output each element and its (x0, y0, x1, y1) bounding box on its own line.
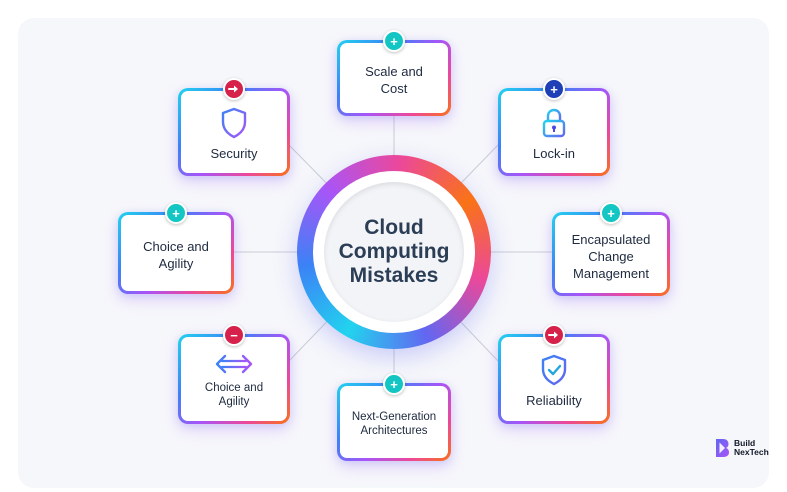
card-label: Next-Generation Architectures (351, 411, 437, 437)
card-label: Choice and Agility (143, 239, 209, 271)
card-security: Security (178, 78, 290, 176)
logo-line2: NexTech (734, 447, 769, 457)
card-reliability: Reliability (498, 324, 610, 424)
hub-title: Cloud Computing Mistakes (338, 216, 450, 287)
buildnextech-logo: Build NexTech (714, 438, 769, 458)
card-choice-and-agility-top: + Choice and Agility (118, 202, 234, 294)
hub-ring: Cloud Computing Mistakes (297, 155, 491, 349)
logo-text: Build NexTech (734, 439, 769, 457)
card-label: Lock-in (533, 145, 575, 161)
logo-line1: Build (734, 438, 756, 448)
card-label: Choice and Agility (204, 382, 264, 408)
arrow-right-badge-icon (223, 78, 245, 100)
card-label: Encapsulated Change Management (571, 231, 651, 281)
card-label: Security (210, 145, 258, 161)
shield-check-icon (541, 354, 567, 385)
card-label: Scale and Cost (365, 64, 423, 96)
card-scale-and-cost: + Scale and Cost (337, 30, 451, 116)
card-choice-and-agility-bottom: − Choice and Agility (178, 324, 290, 424)
card-lock-in: + Lock-in (498, 78, 610, 176)
plus-badge-icon: + (383, 30, 405, 52)
card-next-generation-architectures: + Next-Generation Architectures (337, 373, 451, 461)
card-encapsulated-change-management: + Encapsulated Change Management (552, 202, 670, 296)
plus-badge-icon: + (165, 202, 187, 224)
double-arrow-icon (215, 354, 253, 374)
arrow-right-badge-icon (543, 324, 565, 346)
card-label: Reliability (526, 392, 582, 408)
shield-icon (221, 107, 247, 138)
plus-badge-icon: + (600, 202, 622, 224)
plus-badge-icon: + (543, 78, 565, 100)
padlock-icon (542, 108, 566, 137)
minus-badge-icon: − (223, 324, 245, 346)
plus-badge-icon: + (383, 373, 405, 395)
logo-mark-icon (716, 439, 729, 457)
